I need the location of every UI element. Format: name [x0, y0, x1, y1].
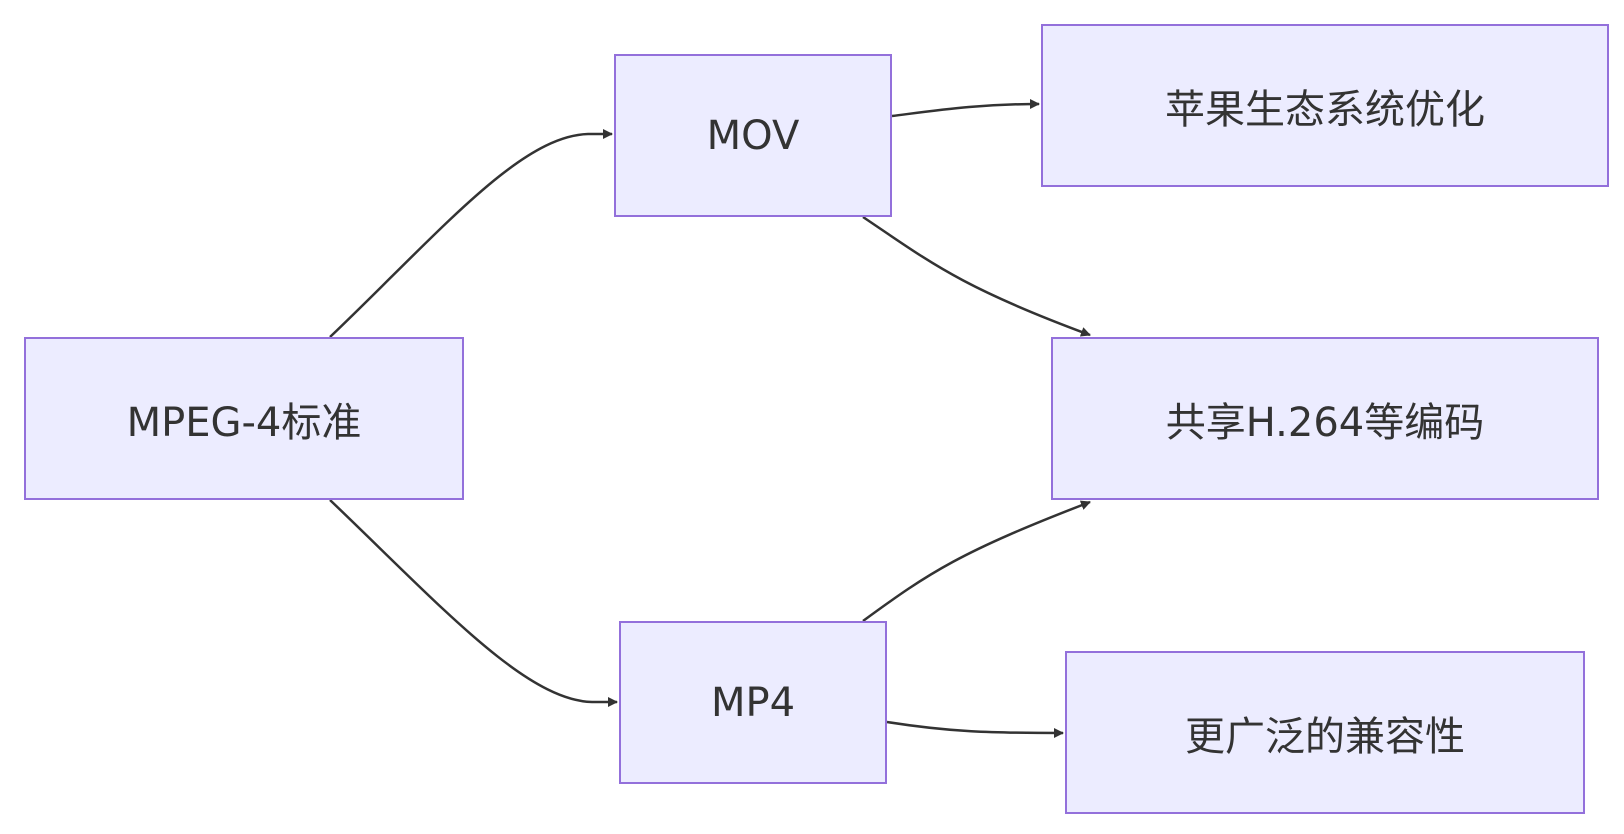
node-compat-label: 更广泛的兼容性 [1185, 713, 1465, 760]
node-mov: MOV [614, 54, 892, 217]
edge-mp4-to-compat [886, 720, 1064, 738]
node-mov-label: MOV [706, 112, 800, 159]
node-apple-label: 苹果生态系统优化 [1165, 86, 1485, 133]
node-mpeg4-standard: MPEG-4标准 [24, 337, 464, 500]
edge-mov-to-h264 [862, 215, 1091, 337]
node-apple-ecosystem: 苹果生态系统优化 [1041, 24, 1609, 187]
node-mp4-label: MP4 [710, 679, 796, 726]
edge-mpeg4-to-mov [329, 129, 613, 338]
node-mp4: MP4 [619, 621, 887, 784]
node-h264-label: 共享H.264等编码 [1165, 399, 1485, 446]
node-compatibility: 更广泛的兼容性 [1065, 651, 1585, 814]
node-shared-h264: 共享H.264等编码 [1051, 337, 1599, 500]
edge-mpeg4-to-mp4 [329, 499, 618, 707]
edge-mp4-to-h264 [862, 500, 1091, 623]
edge-mov-to-apple [891, 99, 1040, 118]
node-mpeg4-label: MPEG-4标准 [126, 399, 362, 446]
